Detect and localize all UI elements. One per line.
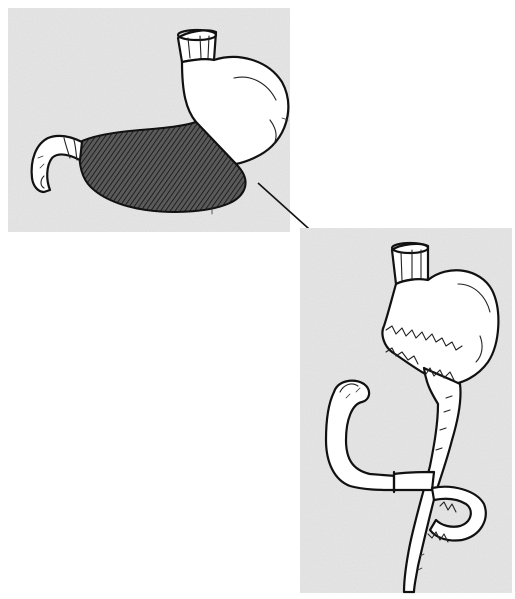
side-to-side-segment [394, 472, 434, 490]
panel-before [8, 8, 290, 232]
panel-after [300, 228, 512, 593]
esophagus-before [178, 30, 216, 62]
esophagus-after [392, 243, 428, 284]
